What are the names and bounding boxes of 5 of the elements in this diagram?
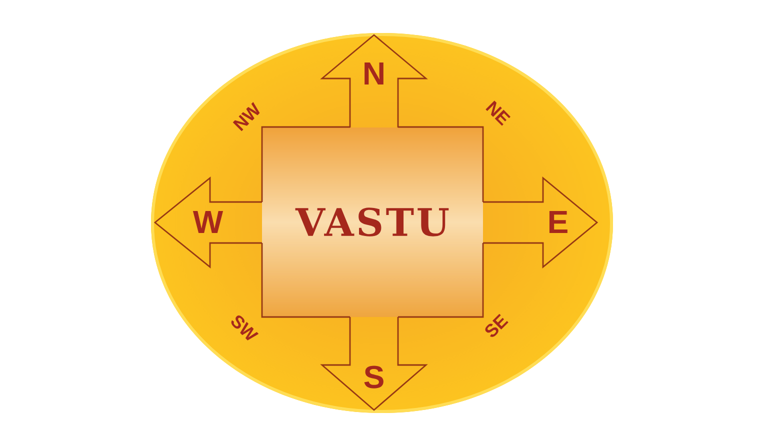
direction-label: NE — [486, 100, 510, 126]
direction-label: SW — [231, 316, 259, 340]
direction-label: SE — [485, 314, 508, 337]
square-box: VASTU — [261, 126, 484, 318]
direction-label: NW — [232, 102, 260, 132]
